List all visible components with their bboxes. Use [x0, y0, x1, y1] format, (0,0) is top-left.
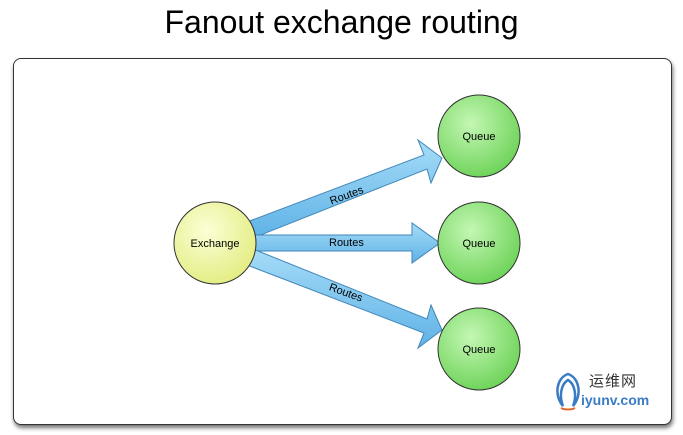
queue-node-bottom: Queue — [437, 307, 521, 391]
queue-label-middle: Queue — [462, 238, 495, 250]
queue-label-top: Queue — [462, 131, 495, 143]
exchange-label: Exchange — [191, 238, 240, 250]
watermark-en-text: iyunv.com — [581, 392, 650, 408]
watermark: 运维网 iyunv.com — [551, 366, 663, 418]
route-arrow-middle: Routes — [253, 222, 441, 264]
diagram-title: Fanout exchange routing — [164, 4, 519, 40]
diagram-panel: Routes Routes Routes Exchange Queue — [13, 58, 672, 425]
queue-node-middle: Queue — [437, 201, 521, 285]
queue-label-bottom: Queue — [462, 344, 495, 356]
queue-node-top: Queue — [437, 94, 521, 178]
exchange-node: Exchange — [173, 201, 257, 285]
route-label-middle: Routes — [329, 237, 364, 249]
watermark-logo-icon — [556, 372, 580, 411]
fanout-diagram: Routes Routes Routes Exchange Queue — [173, 94, 521, 391]
route-arrow-bottom: Routes — [246, 248, 443, 350]
watermark-cn-text: 运维网 — [589, 372, 638, 390]
